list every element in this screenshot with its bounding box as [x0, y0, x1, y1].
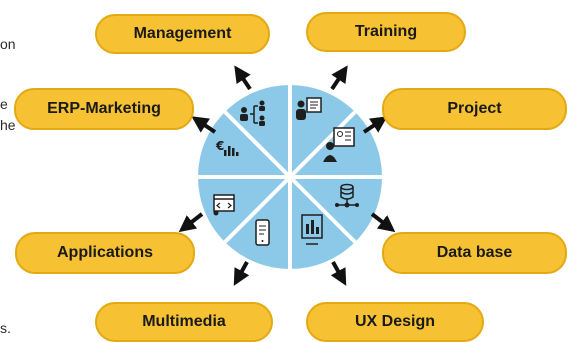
background-text-fragment: e	[0, 96, 8, 112]
arrow-training	[330, 65, 348, 91]
arrow-multimedia	[233, 261, 250, 286]
pill-ux-design: UX Design	[306, 302, 484, 342]
arrow-applications	[178, 212, 204, 233]
svg-text:€: €	[215, 139, 224, 153]
pill-data-base: Data base	[382, 232, 567, 274]
arrows	[178, 65, 396, 286]
pill-label: Data base	[436, 244, 513, 261]
org-chart-icon	[240, 100, 265, 126]
pill-project: Project	[382, 88, 567, 130]
monitor-analytics-icon	[301, 214, 323, 245]
arrow-ux-design	[330, 261, 347, 286]
pill-label: Project	[447, 100, 502, 117]
arrow-project	[362, 116, 388, 134]
database-network-icon	[335, 183, 359, 208]
pill-multimedia: Multimedia	[95, 302, 273, 342]
presenter-board-icon	[296, 97, 322, 120]
pill-label: Management	[133, 25, 232, 42]
pill-applications: Applications	[15, 232, 195, 274]
project-plan-icon	[323, 127, 355, 162]
pill-management: Management	[95, 14, 270, 54]
pill-label: Multimedia	[142, 313, 226, 330]
pill-label: Training	[354, 23, 418, 40]
pill-label: ERP-Marketing	[47, 100, 161, 117]
mobile-app-icon	[255, 219, 270, 246]
arrow-data-base	[370, 212, 396, 233]
background-text-fragment: s.	[0, 320, 11, 336]
background-text-fragment: on	[0, 36, 16, 52]
arrow-erp-marketing	[191, 116, 217, 134]
wheel-dividers	[198, 85, 382, 269]
pill-training: Training	[306, 12, 466, 52]
arrow-management	[234, 65, 252, 91]
pill-erp-marketing: ERP-Marketing	[14, 88, 194, 130]
background-text-fragment: he	[0, 117, 16, 133]
pill-label: UX Design	[354, 313, 435, 330]
pill-label: Applications	[56, 244, 153, 261]
browser-code-icon	[213, 194, 235, 216]
finance-chart-icon: €	[215, 139, 239, 156]
